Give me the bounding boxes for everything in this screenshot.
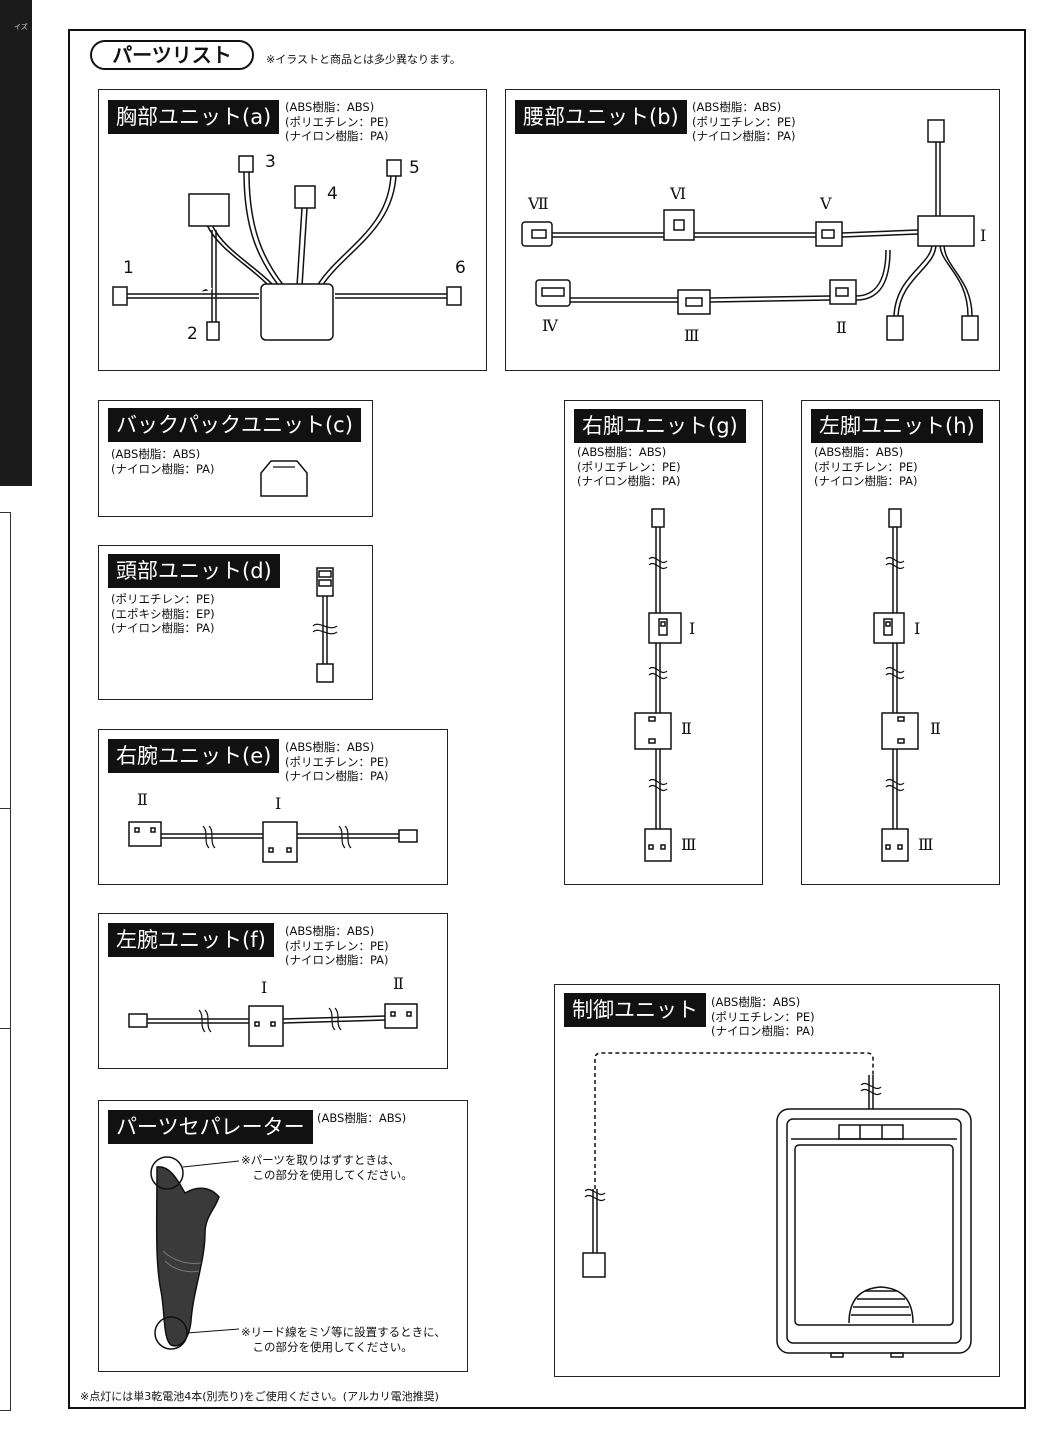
waist-label-7: Ⅶ <box>528 194 549 213</box>
right-arm-unit-materials: (ABS樹脂：ABS) (ポリエチレン：PE) (ナイロン樹脂：PA) <box>285 740 389 783</box>
adjacent-page-rule <box>0 1028 11 1029</box>
footer-battery-note: ※点灯には単3乾電池4本(別売り)をご使用ください。(アルカリ電池推奨) <box>80 1390 439 1403</box>
right-leg-label-3: Ⅲ <box>681 835 697 854</box>
adjacent-page-divider <box>10 512 11 1410</box>
left-arm-unit-title: 左腕ユニット(f) <box>108 923 274 957</box>
right-leg-label-2: Ⅱ <box>681 719 692 738</box>
chest-label-1: 1 <box>123 258 134 278</box>
waist-label-4: Ⅳ <box>542 316 558 335</box>
left-leg-label-2: Ⅱ <box>930 719 941 738</box>
chest-unit-diagram <box>112 155 462 341</box>
right-arm-label-1: Ⅰ <box>275 794 282 813</box>
left-leg-label-1: Ⅰ <box>914 619 921 638</box>
separator-note-lead-wire: ※リード線をミゾ等に設置するときに、 この部分を使用してください。 <box>241 1325 446 1354</box>
right-arm-unit-panel: 右腕ユニット(e) (ABS樹脂：ABS) (ポリエチレン：PE) (ナイロン樹… <box>98 729 448 885</box>
separator-note-remove: ※パーツを取りはずすときは、 この部分を使用してください。 <box>241 1153 413 1182</box>
control-unit-panel: 制御ユニット (ABS樹脂：ABS) (ポリエチレン：PE) (ナイロン樹脂：P… <box>554 984 1000 1377</box>
right-leg-unit-panel: 右脚ユニット(g) (ABS樹脂：ABS) (ポリエチレン：PE) (ナイロン樹… <box>564 400 763 885</box>
adjacent-page-rule <box>0 808 11 809</box>
control-unit-title: 制御ユニット <box>564 993 706 1027</box>
right-leg-diagram <box>634 508 682 862</box>
head-unit-diagram <box>312 567 338 683</box>
backpack-part-icon <box>260 460 308 497</box>
adjacent-page-rule <box>0 1410 11 1411</box>
control-unit-materials: (ABS樹脂：ABS) (ポリエチレン：PE) (ナイロン樹脂：PA) <box>711 995 815 1038</box>
right-leg-unit-materials: (ABS樹脂：ABS) (ポリエチレン：PE) (ナイロン樹脂：PA) <box>577 445 681 488</box>
left-arm-unit-materials: (ABS樹脂：ABS) (ポリエチレン：PE) (ナイロン樹脂：PA) <box>285 924 389 967</box>
page-frame <box>68 29 1026 1409</box>
waist-unit-diagram <box>521 119 979 341</box>
head-unit-materials: (ポリエチレン：PE) (エポキシ樹脂：EP) (ナイロン樹脂：PA) <box>111 592 215 635</box>
chest-label-5: 5 <box>409 158 420 178</box>
control-unit-diagram <box>582 1052 972 1358</box>
adjacent-page-edge-text: イズ <box>14 23 28 31</box>
backpack-unit-title: バックパックユニット(c) <box>108 408 361 442</box>
left-leg-label-3: Ⅲ <box>918 835 934 854</box>
waist-unit-title: 腰部ユニット(b) <box>515 100 687 134</box>
page-title: パーツリスト <box>90 40 254 70</box>
waist-label-3: Ⅲ <box>684 326 700 345</box>
waist-label-1: Ⅰ <box>980 226 987 245</box>
chest-unit-panel: 胸部ユニット(a) (ABS樹脂：ABS) (ポリエチレン：PE) (ナイロン樹… <box>98 89 487 371</box>
right-leg-label-1: Ⅰ <box>689 619 696 638</box>
left-leg-diagram <box>873 508 919 862</box>
waist-label-5: Ⅴ <box>820 194 832 213</box>
left-arm-label-1: Ⅰ <box>261 978 268 997</box>
waist-label-6: Ⅵ <box>670 184 687 203</box>
left-arm-label-2: Ⅱ <box>393 974 404 993</box>
adjacent-page-rule <box>0 512 11 513</box>
chest-label-3: 3 <box>265 152 276 172</box>
chest-unit-title: 胸部ユニット(a) <box>108 100 280 134</box>
left-leg-unit-title: 左脚ユニット(h) <box>811 409 983 443</box>
left-leg-unit-panel: 左脚ユニット(h) (ABS樹脂：ABS) (ポリエチレン：PE) (ナイロン樹… <box>801 400 1000 885</box>
waist-unit-panel: 腰部ユニット(b) (ABS樹脂：ABS) (ポリエチレン：PE) (ナイロン樹… <box>505 89 1000 371</box>
adjacent-page-image <box>0 0 32 486</box>
backpack-unit-materials: (ABS樹脂：ABS) (ナイロン樹脂：PA) <box>111 447 215 476</box>
chest-label-2: 2 <box>187 324 198 344</box>
waist-unit-materials: (ABS樹脂：ABS) (ポリエチレン：PE) (ナイロン樹脂：PA) <box>692 100 796 143</box>
right-arm-unit-title: 右腕ユニット(e) <box>108 739 280 773</box>
parts-separator-materials: (ABS樹脂：ABS) <box>317 1111 407 1125</box>
chest-label-4: 4 <box>327 184 338 204</box>
left-arm-diagram <box>128 1003 418 1047</box>
head-unit-title: 頭部ユニット(d) <box>108 554 280 588</box>
chest-unit-materials: (ABS樹脂：ABS) (ポリエチレン：PE) (ナイロン樹脂：PA) <box>285 100 389 143</box>
waist-label-2: Ⅱ <box>836 318 847 337</box>
chest-label-6: 6 <box>455 258 466 278</box>
parts-separator-icon <box>150 1156 240 1350</box>
right-arm-label-2: Ⅱ <box>137 790 148 809</box>
header-note: ※イラストと商品とは多少異なります。 <box>266 53 461 66</box>
head-unit-panel: 頭部ユニット(d) (ポリエチレン：PE) (エポキシ樹脂：EP) (ナイロン樹… <box>98 545 373 700</box>
left-leg-unit-materials: (ABS樹脂：ABS) (ポリエチレン：PE) (ナイロン樹脂：PA) <box>814 445 918 488</box>
backpack-unit-panel: バックパックユニット(c) (ABS樹脂：ABS) (ナイロン樹脂：PA) <box>98 400 373 517</box>
right-arm-diagram <box>128 821 418 863</box>
left-arm-unit-panel: 左腕ユニット(f) (ABS樹脂：ABS) (ポリエチレン：PE) (ナイロン樹… <box>98 913 448 1069</box>
parts-separator-panel: パーツセパレーター (ABS樹脂：ABS) ※パーツを取りはずすときは、 この部… <box>98 1100 468 1372</box>
parts-separator-title: パーツセパレーター <box>108 1110 313 1144</box>
right-leg-unit-title: 右脚ユニット(g) <box>574 409 746 443</box>
